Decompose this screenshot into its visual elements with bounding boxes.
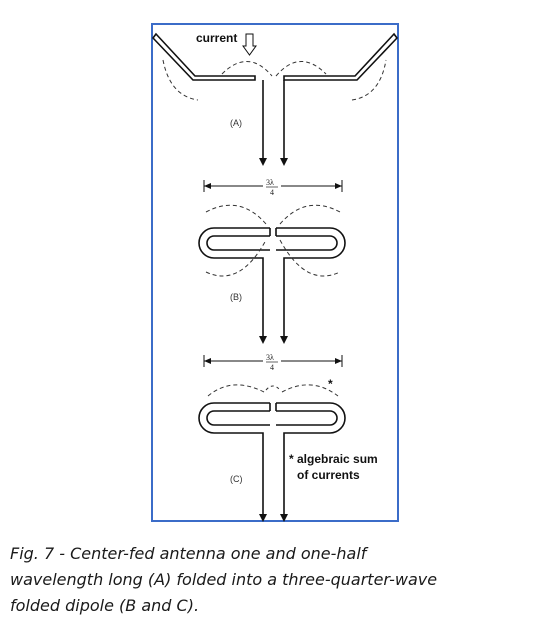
panel-c-asterisk: * [328,377,333,391]
panel-c-label: (C) [230,474,243,484]
panel-b-diagram: 3λ 4 (B) [198,178,346,344]
panel-b-label: (B) [230,292,242,302]
figure-frame [151,23,399,522]
caption-line-1: Fig. 7 - Center-fed antenna one and one-… [10,544,367,563]
note-line-1: * algebraic sum [289,452,378,466]
current-arrow-icon [242,33,257,56]
panel-a-diagram: current (A) [151,31,399,166]
panel-c-dimension-numerator: 3λ [266,353,274,362]
current-label: current [196,31,237,45]
panel-c-dimension-denominator: 4 [270,363,274,372]
panel-b-dimension-denominator: 4 [270,188,274,197]
panel-c-diagram: 3λ 4 * * algebraic sum of currents (C) [198,353,378,522]
caption-line-3: folded dipole (B and C). [10,596,200,615]
note-line-2: of currents [297,468,360,482]
caption-line-2: wavelength long (A) folded into a three-… [10,570,438,589]
panel-b-dimension-numerator: 3λ [266,178,274,187]
antenna-figure: current (A) 3λ 4 (B) [151,23,399,522]
panel-a-label: (A) [230,118,242,128]
figure-caption: Fig. 7 - Center-fed antenna one and one-… [10,541,526,619]
